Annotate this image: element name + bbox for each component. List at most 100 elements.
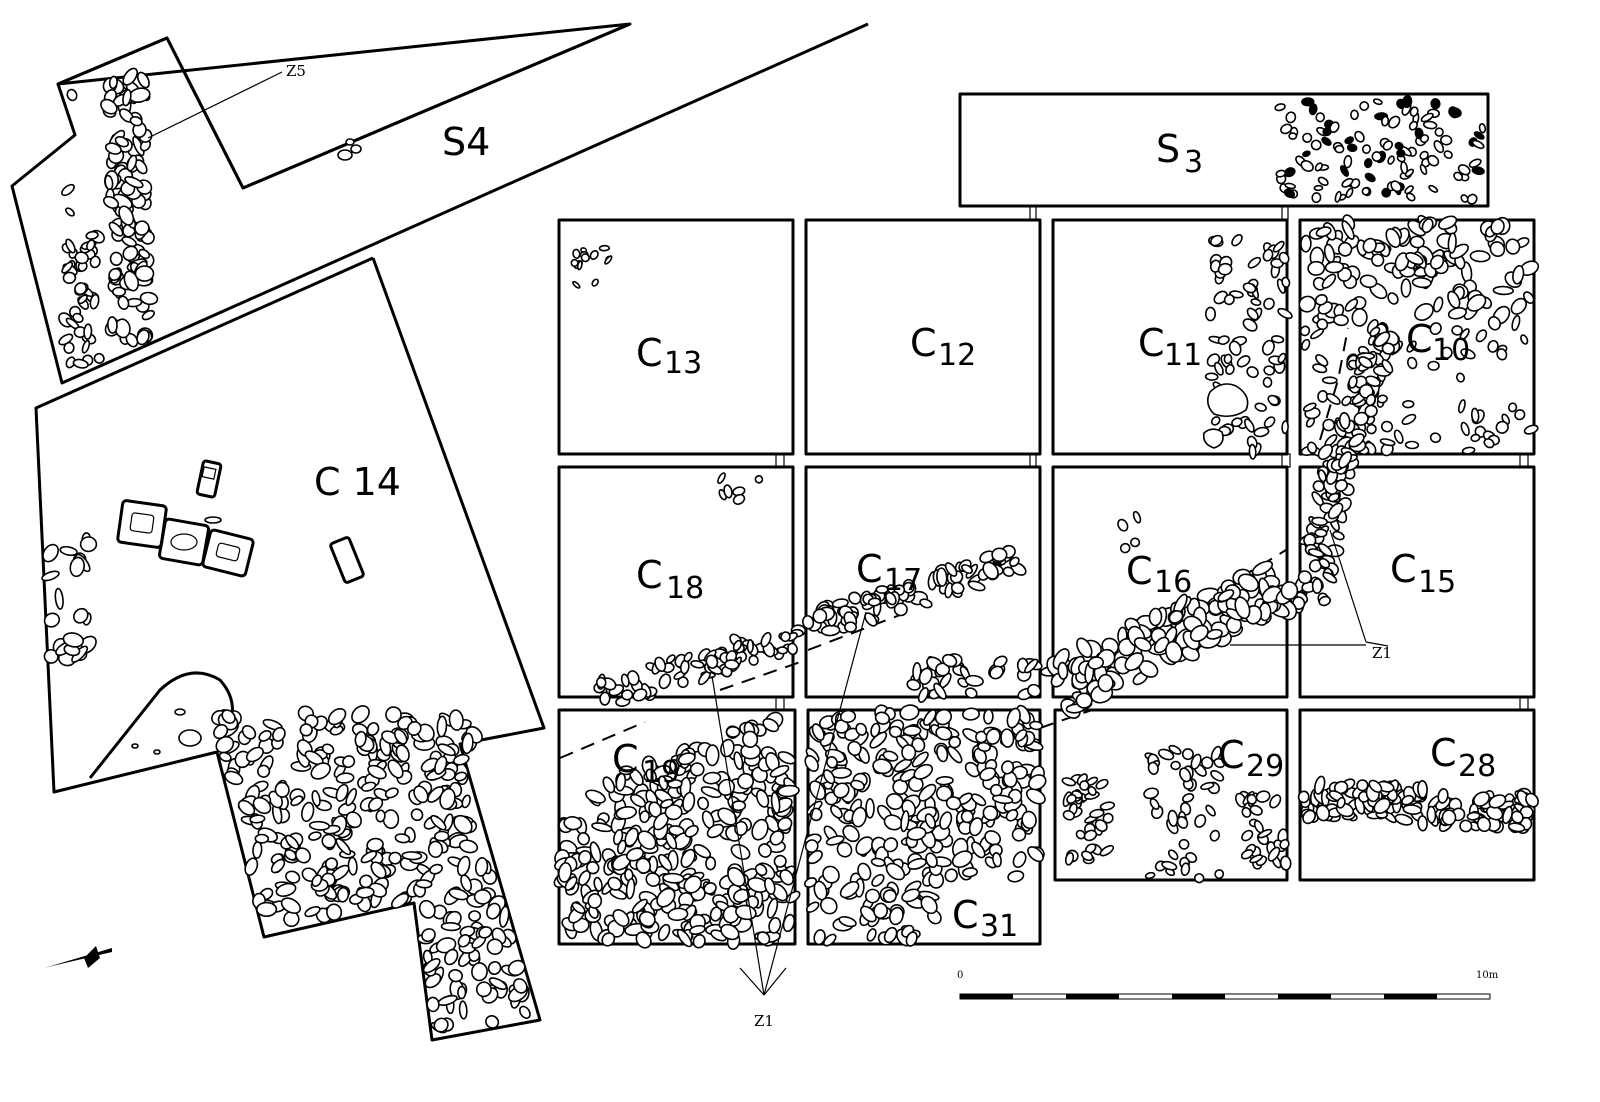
stone — [693, 843, 712, 859]
stone — [89, 293, 100, 310]
stone — [1299, 325, 1311, 337]
stone — [1318, 557, 1331, 569]
trench-s3: S 3 — [958, 92, 1490, 208]
stone — [308, 820, 330, 831]
stone — [901, 888, 921, 903]
stone — [812, 608, 828, 624]
label-c10: C — [1406, 317, 1433, 361]
stone — [486, 938, 504, 956]
stone — [842, 824, 860, 843]
label-c19-sub: 19 — [642, 755, 680, 790]
stone — [984, 830, 1001, 846]
stone — [1344, 298, 1359, 312]
stone — [421, 928, 436, 943]
stone — [741, 730, 759, 748]
stone — [1263, 297, 1275, 310]
stone — [72, 312, 84, 324]
stone — [1225, 363, 1235, 376]
stone — [601, 932, 616, 947]
stone — [254, 833, 270, 844]
stone — [280, 897, 302, 914]
stone — [631, 898, 648, 914]
stone — [906, 826, 927, 841]
stone — [54, 587, 64, 610]
stone — [1453, 171, 1464, 182]
stone — [870, 722, 881, 738]
stone — [615, 806, 637, 820]
stone — [683, 875, 702, 894]
stone — [1165, 640, 1183, 664]
stone — [1363, 158, 1373, 169]
stone — [1371, 151, 1383, 162]
stone — [1476, 816, 1492, 833]
stone — [964, 761, 981, 778]
stone — [106, 316, 118, 334]
stone — [805, 901, 820, 913]
stone — [785, 890, 801, 904]
stone — [770, 791, 781, 815]
stone — [936, 567, 948, 587]
stone — [1119, 542, 1131, 554]
stone — [102, 195, 120, 209]
stone — [889, 906, 904, 926]
stone — [118, 205, 135, 226]
stone — [964, 674, 984, 687]
stone — [326, 903, 343, 921]
stone — [1368, 779, 1383, 793]
stone — [1417, 780, 1428, 799]
stone — [656, 887, 676, 908]
stone — [1009, 556, 1020, 568]
stone — [731, 800, 747, 812]
stone — [1411, 277, 1432, 289]
stone — [1440, 134, 1453, 146]
stone — [892, 779, 909, 796]
stone — [1321, 273, 1337, 289]
stone — [755, 789, 770, 808]
stone — [1317, 469, 1327, 483]
stone — [1066, 793, 1077, 805]
stone — [1249, 854, 1264, 864]
stone — [1223, 353, 1233, 365]
stone — [766, 897, 779, 919]
stone — [982, 805, 999, 821]
stone — [1324, 260, 1345, 274]
stone — [345, 811, 362, 829]
stone — [1522, 291, 1535, 304]
stone — [991, 794, 1014, 805]
stone — [589, 841, 602, 863]
stone — [1200, 781, 1215, 791]
stone — [1255, 790, 1271, 803]
stone — [1130, 537, 1141, 548]
stone — [1448, 106, 1460, 119]
stone — [62, 271, 77, 285]
stone — [700, 786, 722, 799]
stone — [1441, 809, 1457, 826]
stone — [244, 857, 259, 876]
stone — [1193, 873, 1205, 884]
stone — [851, 806, 867, 828]
scale-bar: 0 10m — [957, 970, 1499, 1000]
stone — [1201, 756, 1214, 770]
stone — [406, 720, 422, 737]
stone — [654, 656, 667, 673]
stone — [448, 888, 469, 901]
stone — [971, 841, 986, 859]
stone — [1490, 218, 1505, 235]
stone — [1510, 810, 1524, 824]
label-c13-sub: 13 — [664, 346, 702, 381]
stone — [662, 872, 685, 884]
stone — [1459, 819, 1473, 833]
stone — [368, 797, 384, 812]
stone — [813, 929, 826, 946]
stone — [355, 886, 375, 899]
stone — [826, 755, 838, 769]
stone — [1381, 115, 1390, 127]
stone — [1209, 829, 1221, 842]
stone — [760, 631, 772, 648]
stone — [737, 772, 754, 790]
stone — [1254, 402, 1267, 412]
label-c17-sub: 17 — [884, 563, 922, 598]
stone — [665, 832, 678, 850]
stone — [1283, 188, 1296, 199]
stone — [1279, 855, 1292, 871]
